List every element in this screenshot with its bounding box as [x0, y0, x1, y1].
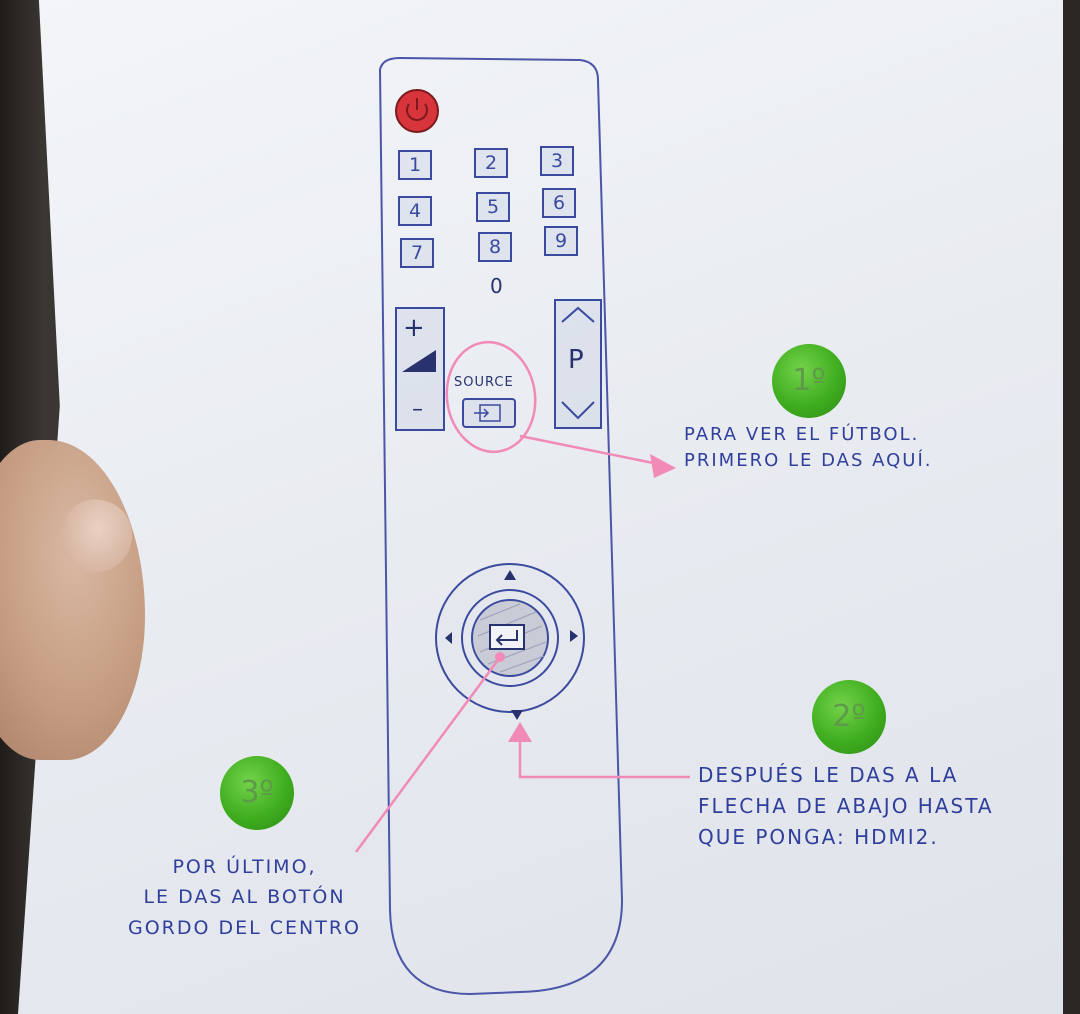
step-1-text: PARA VER EL FÚTBOL. PRIMERO LE DAS AQUÍ. — [684, 424, 933, 472]
volume-minus-label[interactable]: – — [412, 397, 425, 422]
source-highlight-circle — [445, 340, 537, 454]
key-5[interactable]: 5 — [476, 192, 510, 222]
volume-plus-label[interactable]: + — [403, 313, 427, 343]
arrow-to-source — [519, 434, 669, 468]
key-1[interactable]: 1 — [398, 150, 432, 180]
dpad-down-arrow — [511, 710, 523, 720]
key-8[interactable]: 8 — [478, 232, 512, 262]
key-6[interactable]: 6 — [542, 188, 576, 218]
step-3-text: POR ÚLTIMO, LE DAS AL BOTÓN GORDO DEL CE… — [128, 856, 362, 939]
remote-outline — [378, 56, 624, 996]
volume-wedge — [402, 350, 436, 372]
key-4[interactable]: 4 — [398, 196, 432, 226]
dpad-up-arrow — [504, 570, 516, 580]
step-2-text: DESPUÉS LE DAS A LA FLECHA DE ABAJO HAST… — [698, 763, 994, 849]
arrow-to-ok-button — [354, 659, 500, 853]
arrow-to-down-key — [518, 738, 690, 779]
dpad-ring — [461, 589, 559, 687]
power-icon — [406, 103, 428, 121]
step-3-badge: 3º — [220, 756, 294, 830]
channel-label: P — [568, 345, 586, 375]
step-2-badge: 2º — [812, 680, 886, 754]
dpad-right-arrow — [570, 630, 578, 642]
source-label: SOURCE — [454, 375, 514, 390]
dpad-left-arrow — [445, 632, 452, 644]
power-button — [395, 89, 439, 133]
key-7[interactable]: 7 — [400, 238, 434, 268]
key-2[interactable]: 2 — [474, 148, 508, 178]
key-0[interactable]: 0 — [490, 274, 505, 298]
key-9[interactable]: 9 — [544, 226, 578, 256]
key-3[interactable]: 3 — [540, 146, 574, 176]
step-1-badge: 1º — [772, 344, 846, 418]
